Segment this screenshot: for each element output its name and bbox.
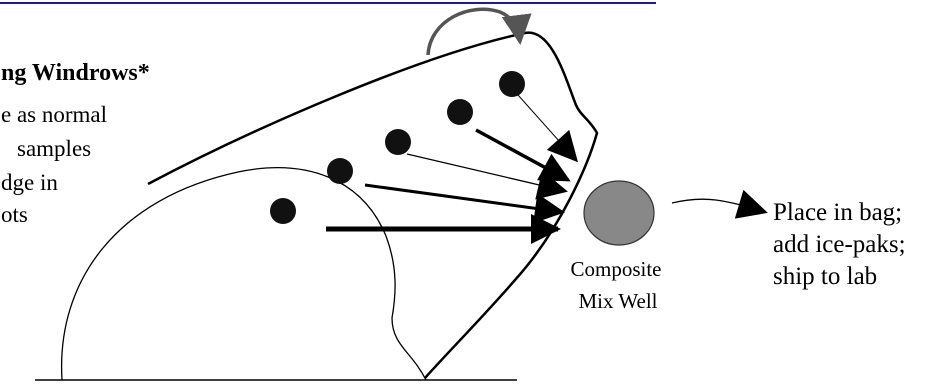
destination-arrow <box>671 189 768 219</box>
destination-line-2: add ice-paks; <box>773 231 906 258</box>
windrow-front-outline <box>60 167 427 381</box>
sample-arrow <box>517 94 578 163</box>
rotate-arrow <box>426 7 532 56</box>
body-line-4: ots <box>1 202 28 227</box>
body-line-3: dge in <box>1 170 58 195</box>
body-line-2: samples <box>17 136 91 161</box>
windrow-cross-section-outline <box>147 31 599 379</box>
sample-arrow <box>406 153 568 200</box>
heading-text: ng Windrows* <box>1 60 150 86</box>
sample-dot <box>499 71 525 97</box>
sample-dot <box>447 99 473 125</box>
composite-well <box>583 180 655 246</box>
sample-arrow <box>364 183 565 224</box>
composite-label-line-2: Mix Well <box>578 289 657 313</box>
sample-dot <box>270 198 296 224</box>
sample-dot <box>385 129 411 155</box>
destination-line-1: Place in bag; <box>773 199 902 226</box>
sample-dot <box>327 158 353 184</box>
composite-label-line-1: Composite <box>570 257 661 281</box>
body-line-1: e as normal <box>1 102 107 127</box>
destination-line-3: ship to lab <box>773 263 877 290</box>
sample-arrow <box>475 128 571 182</box>
